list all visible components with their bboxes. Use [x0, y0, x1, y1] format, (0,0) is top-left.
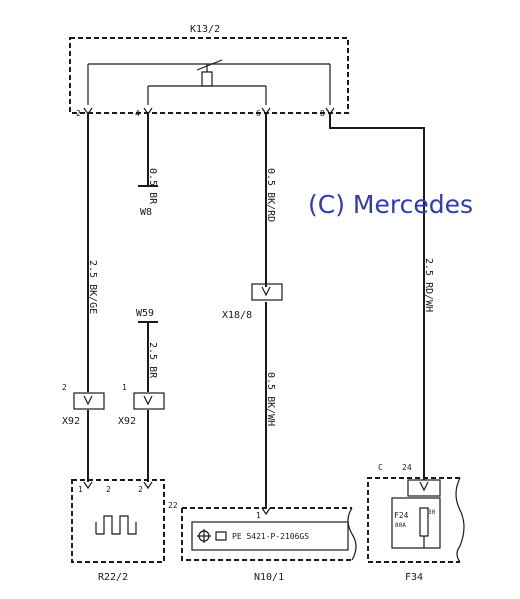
relay-pin-2-label: 2 — [76, 109, 81, 118]
connector-x92-right-label: X92 — [118, 416, 136, 427]
wire-right-vertical — [329, 114, 425, 480]
r22-pin-2b: 2 — [138, 485, 143, 494]
wire-label-w59: 2.5 BR — [147, 342, 158, 379]
n10-pin-1: 1 — [256, 511, 261, 520]
r22-pin-2a: 2 — [106, 485, 111, 494]
wire-label-mid: 0.5 BK/RD — [265, 168, 276, 222]
relay-switch-icon — [196, 59, 223, 87]
wire-label-lower-mid: 0.5 BK/WH — [265, 372, 276, 426]
ground-w59-label: W59 — [136, 308, 154, 319]
relay-housing — [69, 37, 349, 114]
watermark: (C) Mercedes — [308, 190, 473, 219]
f24-label: F24 — [394, 511, 409, 520]
connector-x92-right-body — [133, 392, 165, 410]
connector-x92-right: 1 X92 — [118, 383, 165, 427]
heating-element-icon — [95, 515, 137, 535]
n10-control-unit-box — [191, 521, 349, 551]
connector-x18-label: X18/8 — [222, 310, 252, 321]
n10-label: N10/1 — [254, 572, 284, 583]
r22-housing — [71, 479, 165, 563]
relay-pin-4-label: 4 — [135, 109, 140, 118]
connector-x18-8: X18/8 — [222, 283, 283, 321]
ground-w8-label: W8 — [140, 207, 152, 218]
control-unit-icon — [197, 529, 227, 543]
ground-w8: W8 — [138, 185, 158, 218]
f34-terminal — [407, 479, 441, 497]
component-f34: C 24 F24 80A 30 F34 — [367, 463, 465, 583]
f24-pin-30: 30 — [428, 509, 436, 516]
wire-label-right: 2.5 RD/WH — [423, 258, 434, 312]
wire-label-left: 2.5 BK/GE — [87, 260, 98, 314]
f34-housing — [367, 477, 460, 563]
relay-k13-2: K13/2 2 4 6 8 — [69, 24, 349, 118]
r22-label: R22/2 — [98, 572, 128, 583]
connector-x18-body — [251, 283, 283, 301]
r22-pin-1: 1 — [78, 485, 83, 494]
relay-pin-8-label: 8 — [320, 109, 325, 118]
fuse-icon — [419, 507, 429, 537]
f34-break-edge — [455, 477, 465, 563]
connector-x92-left-label: X92 — [62, 416, 80, 427]
f34-pin-c: C — [378, 463, 383, 472]
n10-part-number: PE 5421-P-2106GS — [232, 532, 309, 541]
f34-pin-24: 24 — [402, 463, 412, 472]
relay-label: K13/2 — [190, 24, 220, 35]
ground-w59: W59 — [136, 308, 158, 323]
connector-x92-left-body — [73, 392, 105, 410]
component-r22-2: 1 2 2 R22/2 — [71, 479, 165, 583]
f24-rating: 80A — [395, 522, 406, 529]
n10-pin-22: 22 — [168, 501, 178, 510]
connector-x92-left-pin: 2 — [62, 383, 67, 392]
n10-housing-left — [181, 508, 352, 561]
f34-label: F34 — [405, 572, 423, 583]
component-n10-1: 22 1 PE 5421-P-2106GS N10/1 — [168, 501, 357, 583]
connector-x92-left: 2 X92 — [62, 383, 105, 427]
relay-pin-6-label: 6 — [256, 109, 261, 118]
n10-break-edge — [347, 507, 357, 561]
connector-x92-right-pin: 1 — [122, 383, 127, 392]
f24-fuse-box — [391, 497, 441, 549]
